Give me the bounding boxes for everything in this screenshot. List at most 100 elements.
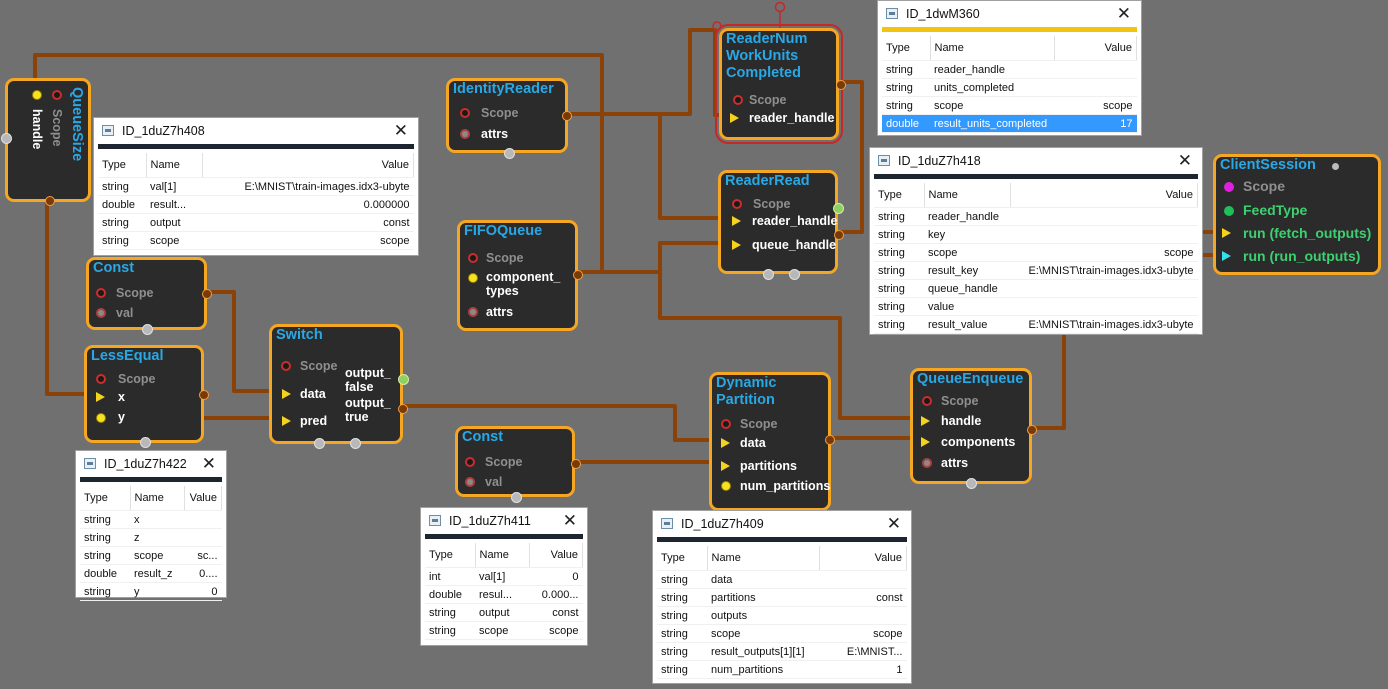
node-bottom-dot[interactable] (140, 437, 151, 448)
port-pred-arrow[interactable] (282, 416, 291, 426)
port-out-dot[interactable] (573, 270, 583, 280)
port-scope-dot[interactable] (922, 396, 932, 406)
port-scope-dot[interactable] (52, 90, 62, 100)
node-bottom-dot[interactable] (511, 492, 522, 503)
node-reader-read[interactable]: ReaderRead Scope reader_handle queue_han… (718, 170, 844, 280)
node-bottom-dot-2[interactable] (789, 269, 800, 280)
port-reader-handle-arrow[interactable] (732, 216, 741, 226)
port-val-dot[interactable] (465, 477, 475, 487)
port-out-dot[interactable] (836, 80, 846, 90)
node-fifo-queue[interactable]: FIFOQueue Scope component_ types attrs (457, 220, 583, 331)
close-icon[interactable]: ✕ (886, 514, 901, 533)
port-scope-dot[interactable] (465, 457, 475, 467)
port-components-arrow[interactable] (921, 437, 930, 447)
node-switch[interactable]: Switch Scope data pred output_ false out… (269, 324, 409, 449)
node-const-1[interactable]: Const Scope val (86, 257, 212, 335)
port-handle[interactable]: handle (30, 109, 44, 150)
port-component-types-dot[interactable] (468, 273, 478, 283)
port-scope-dot[interactable] (281, 361, 291, 371)
port-out-dot[interactable] (1027, 425, 1037, 435)
port-out-dot[interactable] (834, 230, 844, 240)
port-queue-handle-arrow[interactable] (732, 240, 741, 250)
node-reader-num-work-units[interactable]: ReaderNum WorkUnits Completed Scope read… (715, 24, 846, 144)
port-reader-handle-arrow[interactable] (730, 113, 739, 123)
port-output-true-dot[interactable] (398, 404, 408, 414)
port-scope-dot[interactable] (468, 253, 478, 263)
port-handle-dot[interactable] (32, 90, 42, 100)
port-x-arrow[interactable] (96, 392, 105, 402)
port-data-arrow[interactable] (721, 438, 730, 448)
port-out-dot[interactable] (571, 459, 581, 469)
port-val-dot[interactable] (96, 308, 106, 318)
close-icon[interactable]: ✕ (1116, 4, 1131, 23)
port-data-arrow[interactable] (282, 389, 291, 399)
node-queue-size[interactable]: QueueSize Scope handle (1, 78, 91, 206)
port-scope-dot[interactable] (460, 108, 470, 118)
port-scope-dot[interactable] (1224, 182, 1234, 192)
port-out-dot[interactable] (825, 435, 835, 445)
close-icon[interactable]: ✕ (201, 454, 216, 473)
port-attrs-dot[interactable] (922, 458, 932, 468)
port-out-dot[interactable] (562, 111, 572, 121)
node-const-2[interactable]: Const Scope val (455, 426, 581, 503)
node-identity-reader[interactable]: IdentityReader Scope attrs (446, 78, 572, 159)
port-handle-arrow[interactable] (921, 416, 930, 426)
node-out-dot[interactable] (1, 133, 12, 144)
port-scope-dot[interactable] (721, 419, 731, 429)
port-num-partitions-dot[interactable] (721, 481, 731, 491)
node-bottom-dot-2[interactable] (350, 438, 361, 449)
node-less-equal[interactable]: LessEqual Scope x y (84, 345, 209, 448)
port-out-dot[interactable] (199, 390, 209, 400)
port-scope-dot[interactable] (96, 288, 106, 298)
node-dynamic-partition[interactable]: Dynamic Partition Scope data partitions … (709, 372, 835, 511)
node-bottom-dot-1[interactable] (763, 269, 774, 280)
port-out-green-dot[interactable] (833, 203, 844, 214)
node-bottom-dot[interactable] (504, 148, 515, 159)
node-client-session[interactable]: ClientSession Scope FeedType run (fetch_… (1213, 154, 1381, 275)
port-y-dot[interactable] (96, 413, 106, 423)
port-scope-dot[interactable] (732, 199, 742, 209)
port-out-dot[interactable] (202, 289, 212, 299)
close-icon[interactable]: ✕ (1177, 151, 1192, 170)
port-run-run-arrow[interactable] (1222, 251, 1231, 261)
close-icon[interactable]: ✕ (393, 121, 408, 140)
close-icon[interactable]: ✕ (562, 511, 577, 530)
node-bottom-dot[interactable] (45, 196, 55, 206)
port-partitions-arrow[interactable] (721, 461, 730, 471)
node-bottom-dot[interactable] (142, 324, 153, 335)
port-feedtype-dot[interactable] (1224, 206, 1234, 216)
